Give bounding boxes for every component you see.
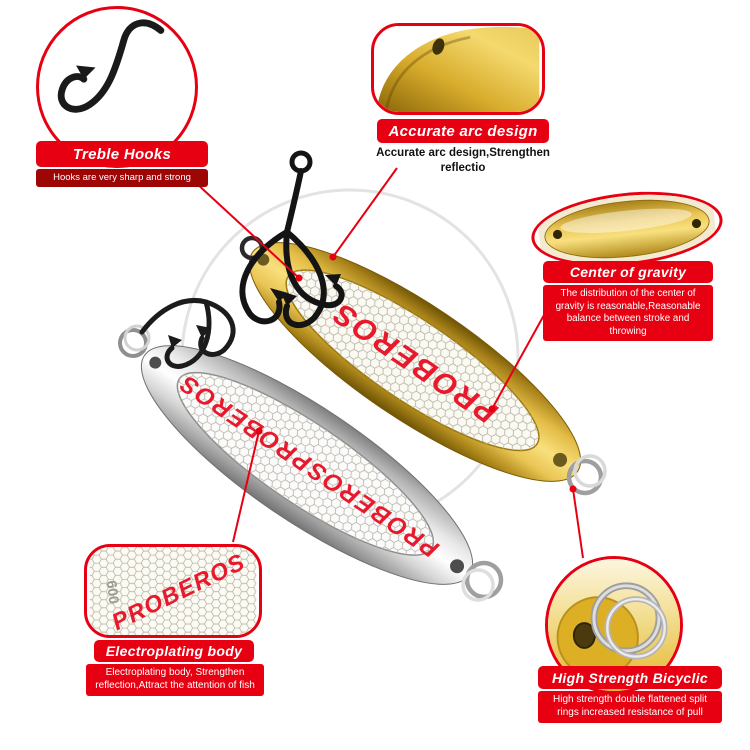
silver-lure-hook xyxy=(139,298,236,369)
gold-spoon-drawing xyxy=(536,186,718,272)
center-gravity-desc: The distribution of the center of gravit… xyxy=(543,285,713,342)
gold-split-ring xyxy=(566,454,607,496)
bicyclic-title: High Strength Bicyclic xyxy=(538,666,722,689)
leader-dots xyxy=(255,253,577,493)
arc-design-drawing xyxy=(376,26,540,112)
electroplating-title: Electroplating body xyxy=(94,640,254,662)
silver-split-ring xyxy=(461,560,504,602)
weight-mark-text: 009 xyxy=(103,579,122,604)
center-gravity-title: Center of gravity xyxy=(543,261,713,283)
honeycomb-body-drawing: PROBEROS 009 xyxy=(89,547,257,635)
treble-hooks-title: Treble Hooks xyxy=(36,141,208,167)
bicyclic-desc: High strength double flattened split rin… xyxy=(538,691,722,723)
electroplating-zoom: PROBEROS 009 xyxy=(84,544,262,638)
hook-drawing xyxy=(57,19,165,113)
arc-design-title: Accurate arc design xyxy=(377,119,549,143)
electroplating-desc: Electroplating body, Strengthen reflecti… xyxy=(86,664,264,696)
treble-hook xyxy=(239,150,345,329)
arc-design-desc: Accurate arc design,Strengthen reflectio xyxy=(376,147,550,174)
silver-head-ring xyxy=(118,324,151,358)
arc-design-zoom xyxy=(371,23,545,115)
leader-lines xyxy=(194,167,584,559)
treble-hooks-desc: Hooks are very sharp and strong xyxy=(36,169,208,188)
center-gravity-zoom xyxy=(527,183,727,275)
